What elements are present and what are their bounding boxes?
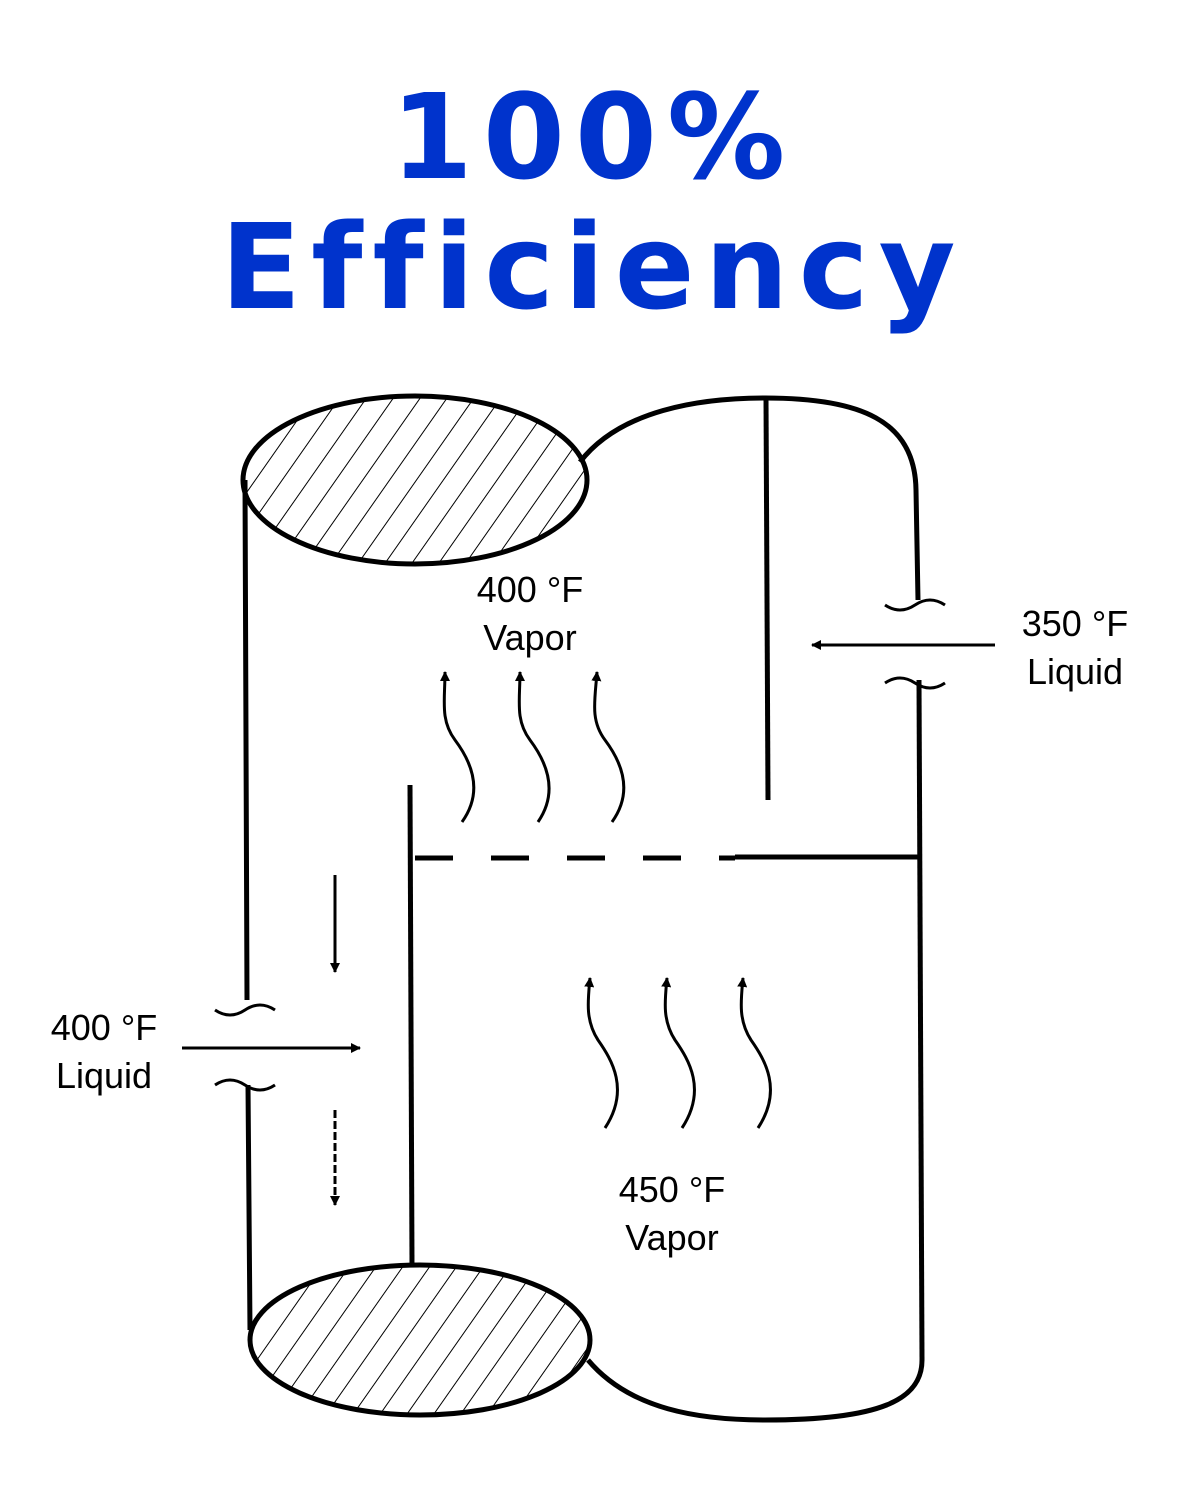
bottom-cut-section [247, 1262, 593, 1418]
vapor-arrows-lower [584, 977, 772, 1129]
column-top-outline [578, 395, 921, 601]
left-liquid-label: Liquid [56, 1055, 152, 1096]
upper-downcomer-baffle [763, 397, 771, 801]
column-right-wall [916, 679, 925, 1361]
top-cut-section [240, 393, 590, 567]
vapor-arrows-upper [439, 671, 626, 823]
right-liquid-label: Liquid [1027, 651, 1123, 692]
upper-vapor-temp-label: 400 °F [477, 569, 583, 610]
column-bottom-outline [586, 1358, 925, 1423]
page-title: 100% Efficiency [220, 68, 966, 336]
left-liquid-temp-label: 400 °F [51, 1007, 157, 1048]
right-liquid-temp-label: 350 °F [1022, 603, 1128, 644]
break-mark [214, 1003, 276, 1092]
break-mark [884, 598, 946, 690]
lower-vapor-temp-label: 450 °F [619, 1169, 725, 1210]
upper-vapor-label: Vapor [483, 617, 576, 658]
lower-downcomer-baffle [407, 784, 415, 1266]
lower-vapor-label: Vapor [625, 1217, 718, 1258]
column-left-wall [242, 479, 253, 1331]
